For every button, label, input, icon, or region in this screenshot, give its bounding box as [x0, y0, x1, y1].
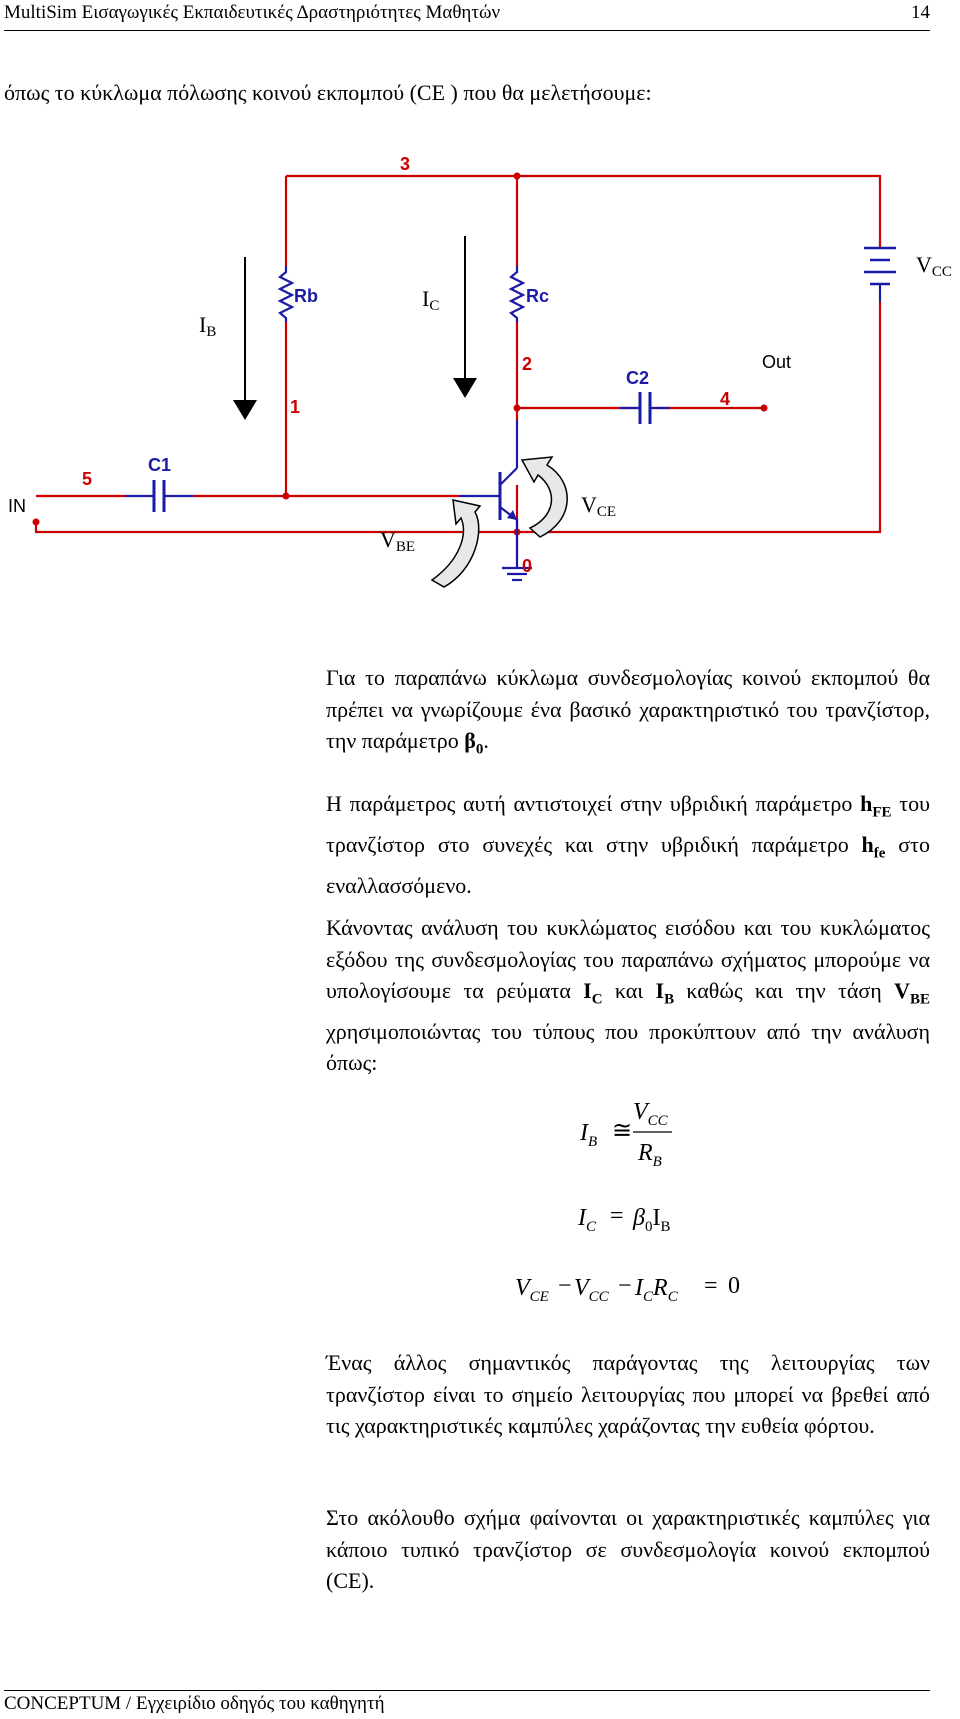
page-number: 14	[911, 2, 930, 23]
paragraph-2: Η παράμετρος αυτή αντιστοιχεί στην υβριδ…	[326, 791, 930, 898]
paragraph-4: Ένας άλλος σημαντικός παράγοντας της λει…	[326, 1350, 930, 1438]
c1-label: C1	[148, 455, 171, 475]
rb-label: Rb	[294, 286, 318, 306]
out-port-label: Out	[762, 352, 791, 372]
node-2-label: 2	[522, 354, 532, 374]
eq1-denominator: RB	[637, 1140, 662, 1170]
eq3-term-icrc: ICRC	[634, 1275, 679, 1305]
vce-label: VCE	[581, 492, 616, 520]
vbe-label: VBE	[380, 527, 415, 555]
intro-sentence: όπως το κύκλωμα πόλωσης κοινού εκπομπού …	[4, 80, 652, 105]
c2-label: C2	[626, 368, 649, 388]
h-fe-ac-symbol: hfe	[861, 831, 886, 862]
eq3-minus-1: −	[558, 1273, 572, 1299]
paragraph-3: Κάνοντας ανάλυση του κυκλώματος εισόδου …	[326, 915, 930, 1076]
node-1-label: 1	[290, 397, 300, 417]
emitter-arrow	[507, 510, 517, 520]
node-5-label: 5	[82, 469, 92, 489]
eq3-op: =	[704, 1273, 718, 1299]
eq1-lhs: IB	[579, 1120, 597, 1150]
h-fe-dc-symbol: hFE	[860, 791, 892, 821]
eq2-op: =	[610, 1203, 624, 1229]
eq2-rhs: β0IB	[632, 1205, 670, 1235]
circuit-wires	[34, 174, 882, 560]
circuit-nodes	[32, 172, 768, 536]
eq1-numerator: VCC	[633, 1099, 669, 1129]
equations: IB ≅ VCC RB IC = β0IB	[577, 1099, 672, 1235]
beta-0-symbol: β0	[464, 728, 484, 758]
paragraph-1: Για το παραπάνω κύκλωμα συνδεσμολογίας κ…	[326, 665, 930, 758]
rc-label: Rc	[526, 286, 549, 306]
node-4-label: 4	[720, 389, 730, 409]
ic-label: IC	[422, 286, 439, 314]
header-title: MultiSim Εισαγωγικές Εκπαιδευτικές Δραστ…	[4, 2, 501, 23]
equation-3: VCE − VCC − ICRC = 0	[515, 1273, 740, 1305]
node-3-label: 3	[400, 154, 410, 174]
in-port-label: IN	[8, 496, 26, 516]
page-header: MultiSim Εισαγωγικές Εκπαιδευτικές Δραστ…	[4, 2, 930, 31]
eq3-minus-2: −	[618, 1273, 632, 1299]
vcc-label: VCC	[916, 252, 952, 280]
vce-curved-arrow	[520, 456, 568, 538]
eq3-rhs: 0	[728, 1273, 740, 1299]
eq3-term-vce: VCE	[515, 1275, 549, 1305]
eq1-op: ≅	[612, 1118, 632, 1144]
ce-bias-circuit: 3 1 2 4 5 0 Rb Rc C1 C2 IN Out IB IC VBE…	[8, 154, 952, 588]
eq3-term-vcc: VCC	[574, 1275, 610, 1305]
paragraph-5: Στο ακόλουθο σχήμα φαίνονται οι χαρακτηρ…	[326, 1505, 930, 1593]
ib-label: IB	[199, 312, 216, 340]
page-footer: CONCEPTUM / Εγχειρίδιο οδηγός του καθηγη…	[4, 1690, 930, 1715]
circuit-components	[125, 246, 896, 582]
vbe-curved-arrow	[430, 499, 482, 588]
node-0-label: 0	[522, 556, 532, 576]
eq2-lhs: IC	[577, 1205, 597, 1235]
